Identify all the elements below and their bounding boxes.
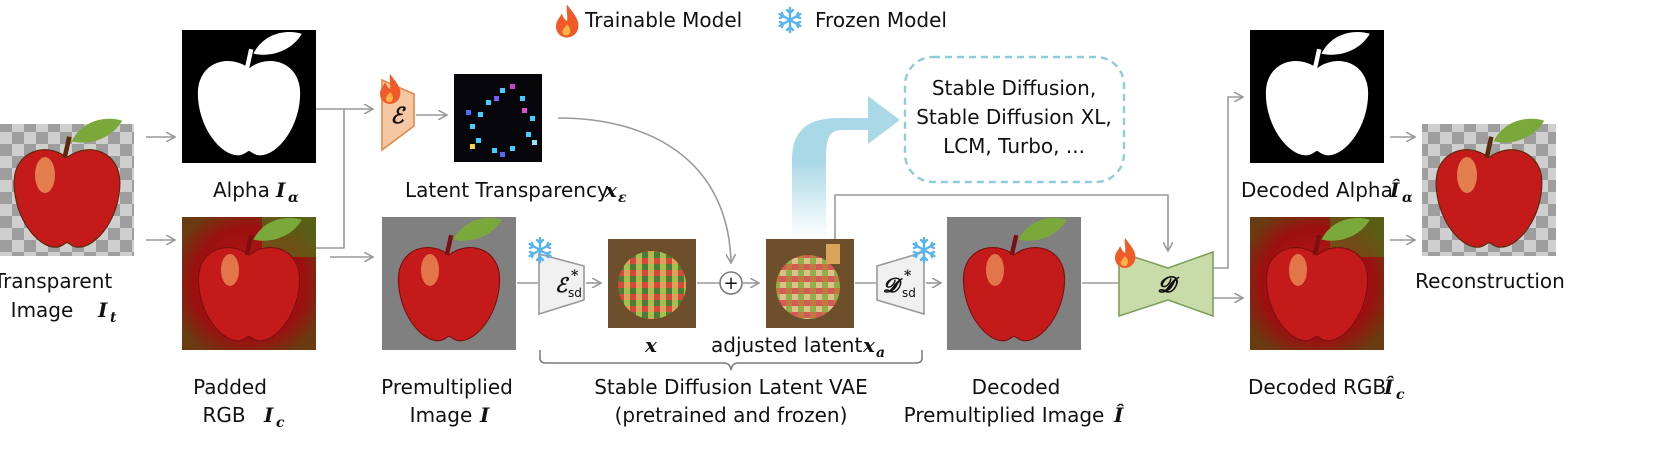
adjusted-latent-symbol: x [862,333,876,357]
transparent-label-line1: Transparent [0,269,112,293]
latent-transparency-symbol: x [604,178,618,202]
latent-encoder: ℰ [380,74,415,152]
sd-decoder: 𝓓 * sd [876,236,936,316]
decoded-premult-line1: Decoded [972,375,1061,399]
premult-symbol: I [479,403,490,427]
encoder-flame-icon [380,74,401,104]
decoded-alpha-subscript: α [1402,190,1413,206]
alpha-image [182,30,316,163]
latent-x-image [608,239,696,328]
vae-label-line1: Stable Diffusion Latent VAE [594,375,868,399]
transparent-decoder: 𝓓 [1115,238,1214,318]
vae-brace [539,350,923,371]
decoded-rgb-subscript: c [1396,387,1405,403]
sd-encoder-symbol: ℰ [555,273,570,297]
transparent-label-line2: Image [11,298,74,322]
decoded-premult-line2: Premultiplied Image [904,403,1105,427]
sd-decoder-symbol: 𝓓 [883,273,903,297]
sd-decoder-sub: sd [902,286,916,300]
latent-transparency-label: Latent Transparency [405,178,609,202]
transparent-image [0,118,134,256]
padded-subscript: c [276,415,285,431]
adjusted-latent-image [766,239,854,328]
alpha-subscript: α [288,190,299,206]
reconstruction-image [1422,118,1556,256]
decoded-premult-symbol: Î [1113,403,1124,427]
models-line1: Stable Diffusion, [932,76,1096,100]
snowflake-icon [778,6,802,34]
decoded-rgb-image [1250,217,1384,350]
plus-node: + [719,271,743,295]
sd-decoder-sup: * [904,268,912,284]
sd-encoder: ℰ * sd [528,236,585,316]
decoder-flame-icon [1115,238,1136,268]
models-line3: LCM, Turbo, ... [943,134,1085,158]
legend-trainable: Trainable Model [584,8,742,32]
transparent-subscript: t [110,310,117,326]
decoded-alpha-symbol: Î [1389,178,1400,202]
skip-arrow-to-decoder [834,194,1168,250]
adjusted-latent-subscript: a [876,345,885,361]
models-line2: Stable Diffusion XL, [916,105,1112,129]
decoder-symbol: 𝓓 [1158,272,1180,298]
legend-frozen: Frozen Model [815,8,947,32]
premultiplied-image [382,217,516,350]
padded-label-line2: RGB [202,403,245,427]
padded-symbol: I [263,403,274,427]
padded-rgb-image [182,217,316,350]
latent-transparency-subscript: ε [618,190,627,206]
latent-x-symbol: x [644,333,658,357]
encoder-symbol: ℰ [390,103,406,129]
premult-label-line2: Image [410,403,473,427]
reconstruction-label: Reconstruction [1415,269,1565,293]
plus-symbol: + [723,273,738,294]
decoded-rgb-symbol: Î [1383,375,1394,399]
legend: Trainable Model Frozen Model [556,4,947,38]
sd-encoder-sup: * [571,268,579,284]
decoded-premultiplied-image [947,217,1081,350]
decoded-rgb-label: Decoded RGB [1248,375,1386,399]
transparent-symbol: I [97,298,108,322]
curved-arrow-to-plus [557,117,731,262]
flame-icon [556,4,579,38]
latent-transparency-image [454,74,542,162]
vae-label-line2: (pretrained and frozen) [615,403,848,427]
alpha-symbol: I [275,178,286,202]
alpha-label: Alpha [213,178,270,202]
sd-encoder-sub: sd [568,286,582,300]
premult-label-line1: Premultiplied [381,375,513,399]
adjusted-latent-label: adjusted latent [711,333,862,357]
models-arrow [792,96,900,239]
models-box: Stable Diffusion, Stable Diffusion XL, L… [903,55,1126,184]
arrow-to-decoded-alpha [1213,97,1242,269]
join-bracket [316,108,345,249]
padded-label-line1: Padded [193,375,267,399]
decoded-alpha-label: Decoded Alpha [1241,178,1393,202]
decoded-alpha-image [1250,30,1384,163]
